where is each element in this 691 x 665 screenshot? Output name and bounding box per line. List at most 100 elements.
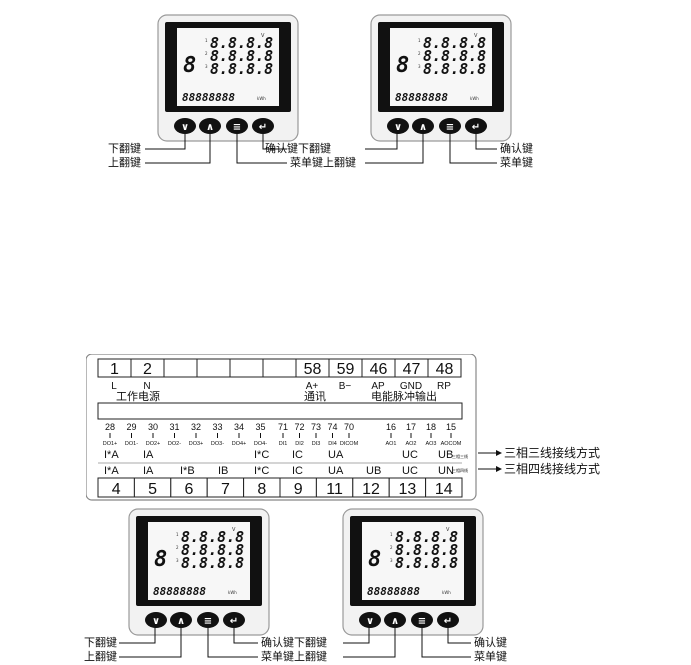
ao-number: 16	[386, 422, 396, 432]
menu-icon: ≡	[204, 616, 212, 627]
meter-svg: 8 1 2 3 8.8.8.8 8.8.8.8 8.8.8.8 V 888888…	[370, 14, 512, 142]
lcd-small-digit: 8	[368, 547, 381, 572]
menu-button-body	[226, 118, 248, 134]
lcd-row-2: 8.8.8.8	[395, 541, 458, 559]
top-terminal-number: 47	[403, 361, 421, 378]
do-number: 31	[169, 422, 179, 432]
meter-buttons: ∨ ∧ ≡↵	[174, 118, 274, 134]
top-terminal-number: 46	[370, 361, 388, 378]
label-up-key-2: 上翻键	[84, 650, 117, 663]
menu-button[interactable]: ≡	[439, 118, 461, 134]
up-button[interactable]: ∧	[412, 118, 434, 134]
di-label: DI3	[312, 441, 321, 447]
down-button[interactable]: ∨	[359, 612, 381, 628]
menu-button-body	[411, 612, 433, 628]
enter-button[interactable]: ↵	[252, 118, 274, 134]
down-button-body	[387, 118, 409, 134]
do-number: 35	[255, 422, 265, 432]
di-label: DICOM	[340, 441, 359, 447]
menu-button[interactable]: ≡	[226, 118, 248, 134]
do-label: DO1-	[125, 441, 138, 447]
wiring-3w-label: UA	[328, 449, 344, 461]
menu-button-body	[197, 612, 219, 628]
lcd-row-1: 8.8.8.8	[423, 34, 486, 52]
enter-button[interactable]: ↵	[223, 612, 245, 628]
top-signal-label: AP	[371, 381, 385, 392]
lcd-content: 8 1 2 3 8.8.8.8 8.8.8.8 8.8.8.8 V 888888…	[367, 527, 458, 598]
do-label: DO3+	[189, 441, 204, 447]
top-terminal-number: 48	[436, 361, 454, 378]
di-label: DI2	[295, 441, 304, 447]
do-number: 33	[212, 422, 222, 432]
lcd-top-unit: V	[261, 33, 265, 39]
meter-panel-bottom-left: 8 1 2 3 8.8.8.8 8.8.8.8 8.8.8.8 V 888888…	[128, 508, 270, 640]
label-confirm-down-key: 确认键下翻键	[265, 142, 331, 155]
menu-button[interactable]: ≡	[197, 612, 219, 628]
menu-button-body	[439, 118, 461, 134]
bottom-terminal-number: 4	[112, 481, 121, 498]
do-number: 29	[126, 422, 136, 432]
lcd-row-1: 8.8.8.8	[210, 34, 273, 52]
lcd-row-index-2: 2	[205, 51, 208, 56]
top-terminal-cell	[196, 358, 231, 378]
down-button[interactable]: ∨	[145, 612, 167, 628]
up-button[interactable]: ∧	[170, 612, 192, 628]
meter-panel-bottom-right: 8 1 2 3 8.8.8.8 8.8.8.8 8.8.8.8 V 888888…	[342, 508, 484, 640]
wiring-3w-label: UB	[438, 449, 453, 461]
lcd-small-digit: 8	[396, 53, 409, 78]
wiring-3w-label: I*A	[104, 449, 119, 461]
label-menu-up-key: 菜单键上翻键	[290, 156, 356, 169]
down-icon: ∨	[366, 616, 374, 627]
group-label-pulse: 电能脉冲输出	[371, 389, 437, 403]
ao-number: 15	[446, 422, 456, 432]
lcd-screen	[362, 522, 464, 600]
ao-label: AOCOM	[441, 441, 462, 447]
wiring-4w-label: I*B	[180, 465, 195, 477]
lcd-row-index-2: 2	[418, 51, 421, 56]
ao-number: 18	[426, 422, 436, 432]
down-button[interactable]: ∨	[174, 118, 196, 134]
label-confirm-key: 确认键	[500, 142, 533, 155]
lcd-row-index-2: 2	[390, 545, 393, 550]
wiring-4w-label: IA	[143, 465, 154, 477]
wiring-4w-label: UC	[402, 465, 418, 477]
bottom-terminal-number: 9	[294, 481, 303, 498]
enter-button[interactable]: ↵	[437, 612, 459, 628]
lcd-bottom-unit: kWh	[470, 96, 479, 101]
enter-button-body	[465, 118, 487, 134]
ao-number: 17	[406, 422, 416, 432]
up-icon: ∧	[206, 122, 214, 133]
do-number: 30	[148, 422, 158, 432]
menu-button[interactable]: ≡	[411, 612, 433, 628]
mode-3p4w-label: 三相四线接线方式	[504, 461, 600, 476]
down-button[interactable]: ∨	[387, 118, 409, 134]
enter-button[interactable]: ↵	[465, 118, 487, 134]
enter-icon: ↵	[230, 616, 238, 627]
di-label: DI1	[279, 441, 288, 447]
bottom-terminal-number: 12	[362, 481, 380, 498]
lcd-small-digit: 8	[183, 53, 196, 78]
menu-icon: ≡	[446, 122, 454, 133]
wiring-4w-label: IB	[218, 465, 228, 477]
group-label-power: 工作电源	[116, 389, 160, 403]
lcd-screen	[390, 28, 492, 106]
lcd-bottom-digits: 88888888	[367, 585, 420, 598]
lcd-content: 8 1 2 3 8.8.8.8 8.8.8.8 8.8.8.8 V 888888…	[395, 33, 486, 104]
do-label: DO4+	[232, 441, 247, 447]
meter-panel-top-right: 8 1 2 3 8.8.8.8 8.8.8.8 8.8.8.8 V 888888…	[370, 14, 512, 146]
up-button[interactable]: ∧	[384, 612, 406, 628]
lcd-row-index-3: 3	[176, 558, 179, 563]
lcd-content: 8 1 2 3 8.8.8.8 8.8.8.8 8.8.8.8 V 888888…	[182, 33, 273, 104]
lcd-top-unit: V	[232, 527, 236, 533]
do-label: DO4-	[254, 441, 267, 447]
meter-buttons: ∨∧ ≡ ↵	[145, 612, 245, 628]
label-confirm-key-2: 确认键	[474, 636, 507, 649]
wiring-3w-label: IC	[292, 449, 303, 461]
bottom-terminal-number: 5	[148, 481, 157, 498]
up-button[interactable]: ∧	[199, 118, 221, 134]
lcd-bottom-digits: 88888888	[395, 91, 448, 104]
